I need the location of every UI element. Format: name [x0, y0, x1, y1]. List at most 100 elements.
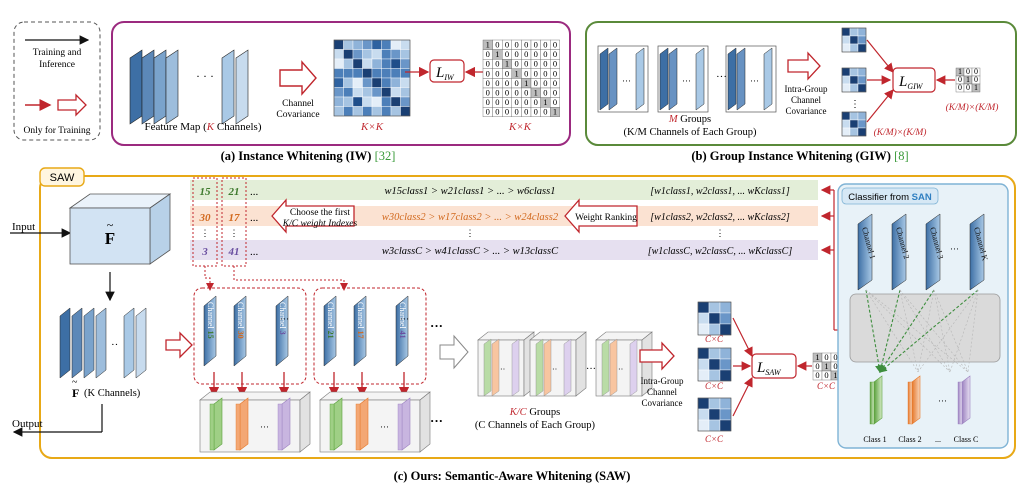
svg-text:···: ··· — [682, 76, 691, 86]
svg-text:0: 0 — [486, 49, 490, 59]
class-label: Class 1 — [863, 435, 886, 444]
svg-text:1: 1 — [495, 49, 499, 59]
svg-text:Channel 3: Channel 3 — [278, 302, 287, 335]
svg-text:0: 0 — [815, 370, 819, 380]
intra-group-b-2: Channel — [791, 95, 821, 105]
svg-text:0: 0 — [505, 97, 509, 107]
svg-text:···: ··· — [622, 76, 631, 86]
svg-text:...: ... — [250, 246, 259, 258]
kxk-label-2: K×K — [508, 121, 532, 133]
svg-text:0: 0 — [514, 97, 518, 107]
svg-text:0: 0 — [505, 68, 509, 78]
svg-text:0: 0 — [505, 87, 509, 97]
rank-expr-1: w15class1 > w21class1 > ... > w6class1 — [385, 186, 556, 197]
svg-text:F: F — [105, 229, 115, 248]
svg-text:··: ·· — [618, 365, 623, 374]
svg-text:1: 1 — [824, 361, 828, 371]
svg-text:0: 0 — [966, 67, 970, 76]
cxc-label-3: C×C — [705, 434, 724, 444]
svg-text:0: 0 — [833, 352, 837, 362]
svg-text:0: 0 — [824, 370, 828, 380]
svg-text:1: 1 — [486, 39, 490, 49]
class-label: Class C — [954, 435, 979, 444]
k-channels-label: (K Channels) — [84, 388, 141, 399]
kc-groups-label: K/C Groups — [509, 407, 560, 418]
svg-text:1: 1 — [505, 59, 509, 69]
svg-text:0: 0 — [495, 68, 499, 78]
rank-vec-1: [w1class1, w2class1, ... wKclass1] — [650, 186, 790, 197]
caption-b: (b) Group Instance Whitening (GIW) [8] — [691, 149, 908, 163]
loss-saw-box — [751, 353, 797, 379]
svg-text:Channel 41: Channel 41 — [398, 302, 407, 339]
svg-text:0: 0 — [543, 39, 547, 49]
caption-c: (c) Ours: Semantic-Aware Whitening (SAW) — [394, 469, 631, 483]
svg-text:0: 0 — [543, 87, 547, 97]
cxc-label-1: C×C — [705, 334, 724, 344]
loss-saw: LSAW — [756, 360, 782, 377]
svg-text:0: 0 — [958, 75, 962, 84]
class-label: ... — [935, 435, 941, 444]
svg-text:···: ··· — [586, 364, 596, 375]
choose-first-arrow-icon — [271, 198, 355, 234]
legend-box: Training and Inference Only for Training — [13, 21, 101, 141]
choose-first-2: K/C weight Indexes — [282, 219, 358, 229]
svg-text:~: ~ — [72, 377, 78, 388]
covariance-arrow-icon — [279, 60, 317, 96]
svg-text:0: 0 — [534, 78, 538, 88]
kc-each-group-label: (C Channels of Each Group) — [475, 420, 596, 431]
svg-text:Channel 21: Channel 21 — [326, 302, 335, 339]
svg-text:1: 1 — [815, 352, 819, 362]
loss-giw: LGIW — [898, 74, 924, 91]
svg-text:0: 0 — [514, 107, 518, 117]
svg-text:1: 1 — [534, 87, 538, 97]
svg-text:0: 0 — [495, 78, 499, 88]
channel-label: Channel — [282, 99, 314, 109]
rank-idx-2a: 30 — [199, 212, 212, 224]
svg-text:1: 1 — [833, 370, 837, 380]
svg-text:···: ··· — [938, 396, 947, 406]
covariance-label: Covariance — [276, 110, 319, 120]
dim-label-b-1: (K/M)×(K/M) — [946, 102, 999, 113]
svg-text:···: ··· — [750, 76, 759, 86]
rank-vec-3: [w1classC, w2classC, ... wKclassC] — [648, 246, 793, 257]
svg-text:1: 1 — [966, 75, 970, 84]
svg-text:0: 0 — [543, 78, 547, 88]
svg-text:0: 0 — [495, 39, 499, 49]
svg-text:0: 0 — [505, 39, 509, 49]
group-cov-matrix-1 — [841, 27, 867, 53]
svg-text:0: 0 — [524, 97, 528, 107]
svg-text:0: 0 — [833, 361, 837, 371]
svg-text:⋮: ⋮ — [230, 228, 239, 238]
legend-label-1: Training and — [33, 48, 82, 58]
saw-cov-matrix-3 — [697, 397, 732, 432]
svg-text:0: 0 — [524, 68, 528, 78]
covariance-matrix-a — [333, 39, 411, 117]
svg-text:0: 0 — [534, 49, 538, 59]
svg-text:0: 0 — [534, 39, 538, 49]
intra-group-c-3: Covariance — [642, 398, 683, 408]
rank-vec-2: [w1class2, w2class2, ... wKclass2] — [650, 212, 790, 223]
svg-text:0: 0 — [524, 39, 528, 49]
legend-label-2: Inference — [39, 59, 75, 70]
svg-text:···: ··· — [430, 318, 443, 333]
svg-text:0: 0 — [486, 107, 490, 117]
weight-ranking-label: Weight Ranking — [575, 213, 637, 223]
m-groups-label: M Groups — [668, 114, 711, 125]
cxc-label-2: C×C — [705, 381, 724, 391]
svg-text:··: ·· — [552, 365, 557, 374]
svg-text:1: 1 — [524, 78, 528, 88]
svg-text:0: 0 — [974, 67, 978, 76]
weight-ranking-arrow-icon — [564, 198, 638, 234]
saw-tag — [39, 167, 85, 187]
svg-text:0: 0 — [543, 107, 547, 117]
svg-text:0: 0 — [514, 78, 518, 88]
svg-text:0: 0 — [974, 75, 978, 84]
svg-text:0: 0 — [553, 78, 557, 88]
svg-text:0: 0 — [495, 59, 499, 69]
classifier-title: Classifier from SAN — [848, 192, 932, 203]
panel-group-whitening: ··· ··· ··· ··· M Groups (K/M Channels o — [585, 21, 1017, 146]
svg-text:···: ··· — [950, 244, 959, 254]
panel-instance-whitening: · · · Feature Map (K Channels) Channel C… — [111, 21, 571, 146]
rank-idx-2b: 17 — [229, 212, 241, 224]
